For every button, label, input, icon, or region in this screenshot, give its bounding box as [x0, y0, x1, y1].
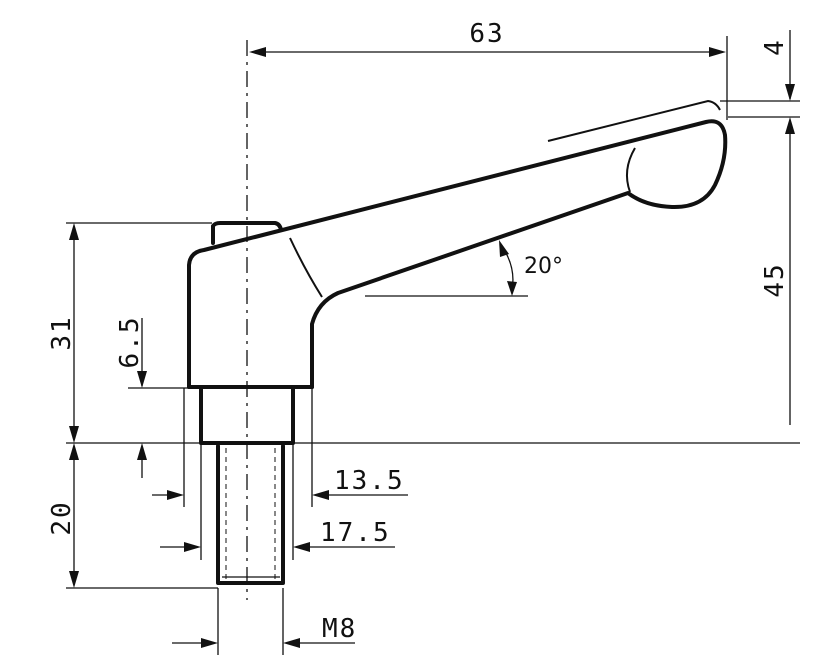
dim-17-5-arrow-left — [184, 542, 201, 552]
dim-4-label: 4 — [760, 38, 790, 56]
lever-outline — [187, 119, 728, 389]
adjustable-handle-part — [187, 99, 728, 585]
dim-4-arrow-top — [785, 84, 795, 101]
dim-13-5-label: 13.5 — [334, 466, 405, 496]
threaded-stud — [216, 444, 285, 585]
dim-6-5-arrow-top — [137, 371, 147, 388]
dim-17-5-arrow-right — [293, 542, 310, 552]
dim-20-arrow-bottom — [69, 571, 79, 588]
dim-31-arrow-bottom — [69, 426, 79, 443]
dim-17-5-label: 17.5 — [320, 518, 391, 548]
dim-20-arrow-top — [69, 443, 79, 460]
dim-31-arrow-top — [69, 223, 79, 240]
dim-m8-arrow-right — [283, 638, 300, 648]
angle-label: 20° — [524, 254, 563, 279]
dim-m8-label: M8 — [322, 614, 357, 644]
dimension-labels: 63 4 45 31 6.5 20 13.5 17.5 M8 20° — [47, 19, 790, 644]
dim-13-5-arrow-right — [312, 490, 329, 500]
dim-63-arrow-right — [709, 47, 726, 57]
dim-6-5-arrow-bottom — [137, 443, 147, 460]
dim-13-5-arrow-left — [167, 490, 184, 500]
dim-45-label: 45 — [760, 262, 790, 297]
dim-20-label: 20 — [47, 500, 77, 535]
dim-63-label: 63 — [469, 19, 504, 49]
lever-alt-position-line — [547, 99, 721, 142]
angle-arrow-top — [499, 240, 509, 257]
angle-arrow-bottom — [507, 281, 517, 296]
dim-4-arrow-bottom — [785, 117, 795, 134]
hub-top-tab — [211, 221, 283, 245]
grip-detail-curve — [289, 237, 323, 298]
knob-detail-curve — [625, 147, 636, 193]
dim-63-arrow-left — [249, 47, 266, 57]
dim-m8-arrow-left — [201, 638, 218, 648]
dim-31-label: 31 — [47, 315, 77, 350]
dim-6-5-label: 6.5 — [115, 316, 145, 369]
dimension-lines — [66, 30, 800, 655]
